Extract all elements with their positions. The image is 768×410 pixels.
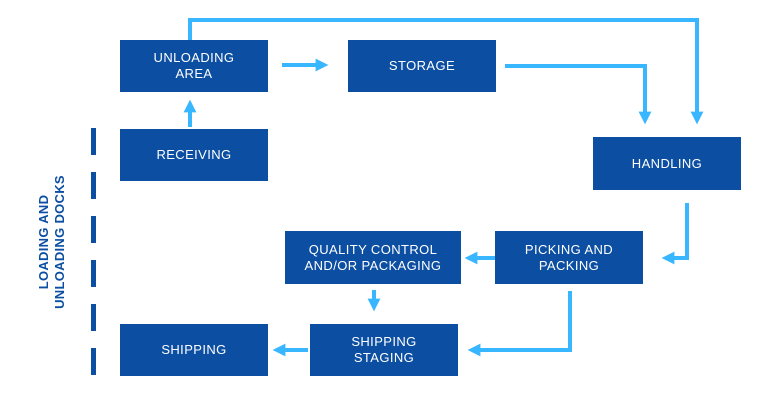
node-picking-and-packing: PICKING AND PACKING: [495, 231, 643, 284]
node-storage: STORAGE: [348, 40, 496, 92]
arrow-handling-to-picking: [661, 203, 689, 265]
node-receiving: RECEIVING: [120, 129, 268, 181]
node-shipping-staging: SHIPPING STAGING: [310, 324, 458, 376]
arrow-unloading-to-handling: [188, 18, 704, 125]
dock-dashed-line: [91, 128, 96, 375]
node-shipping: SHIPPING: [120, 324, 268, 376]
node-quality-control: QUALITY CONTROL AND/OR PACKAGING: [285, 231, 461, 284]
arrow-storage-to-handling: [505, 64, 652, 125]
node-handling: HANDLING: [593, 137, 741, 190]
node-unloading-area: UNLOADING AREA: [120, 40, 268, 92]
arrow-picking-to-staging: [467, 291, 572, 357]
loading-docks-label: LOADING AND UNLOADING DOCKS: [36, 175, 67, 309]
